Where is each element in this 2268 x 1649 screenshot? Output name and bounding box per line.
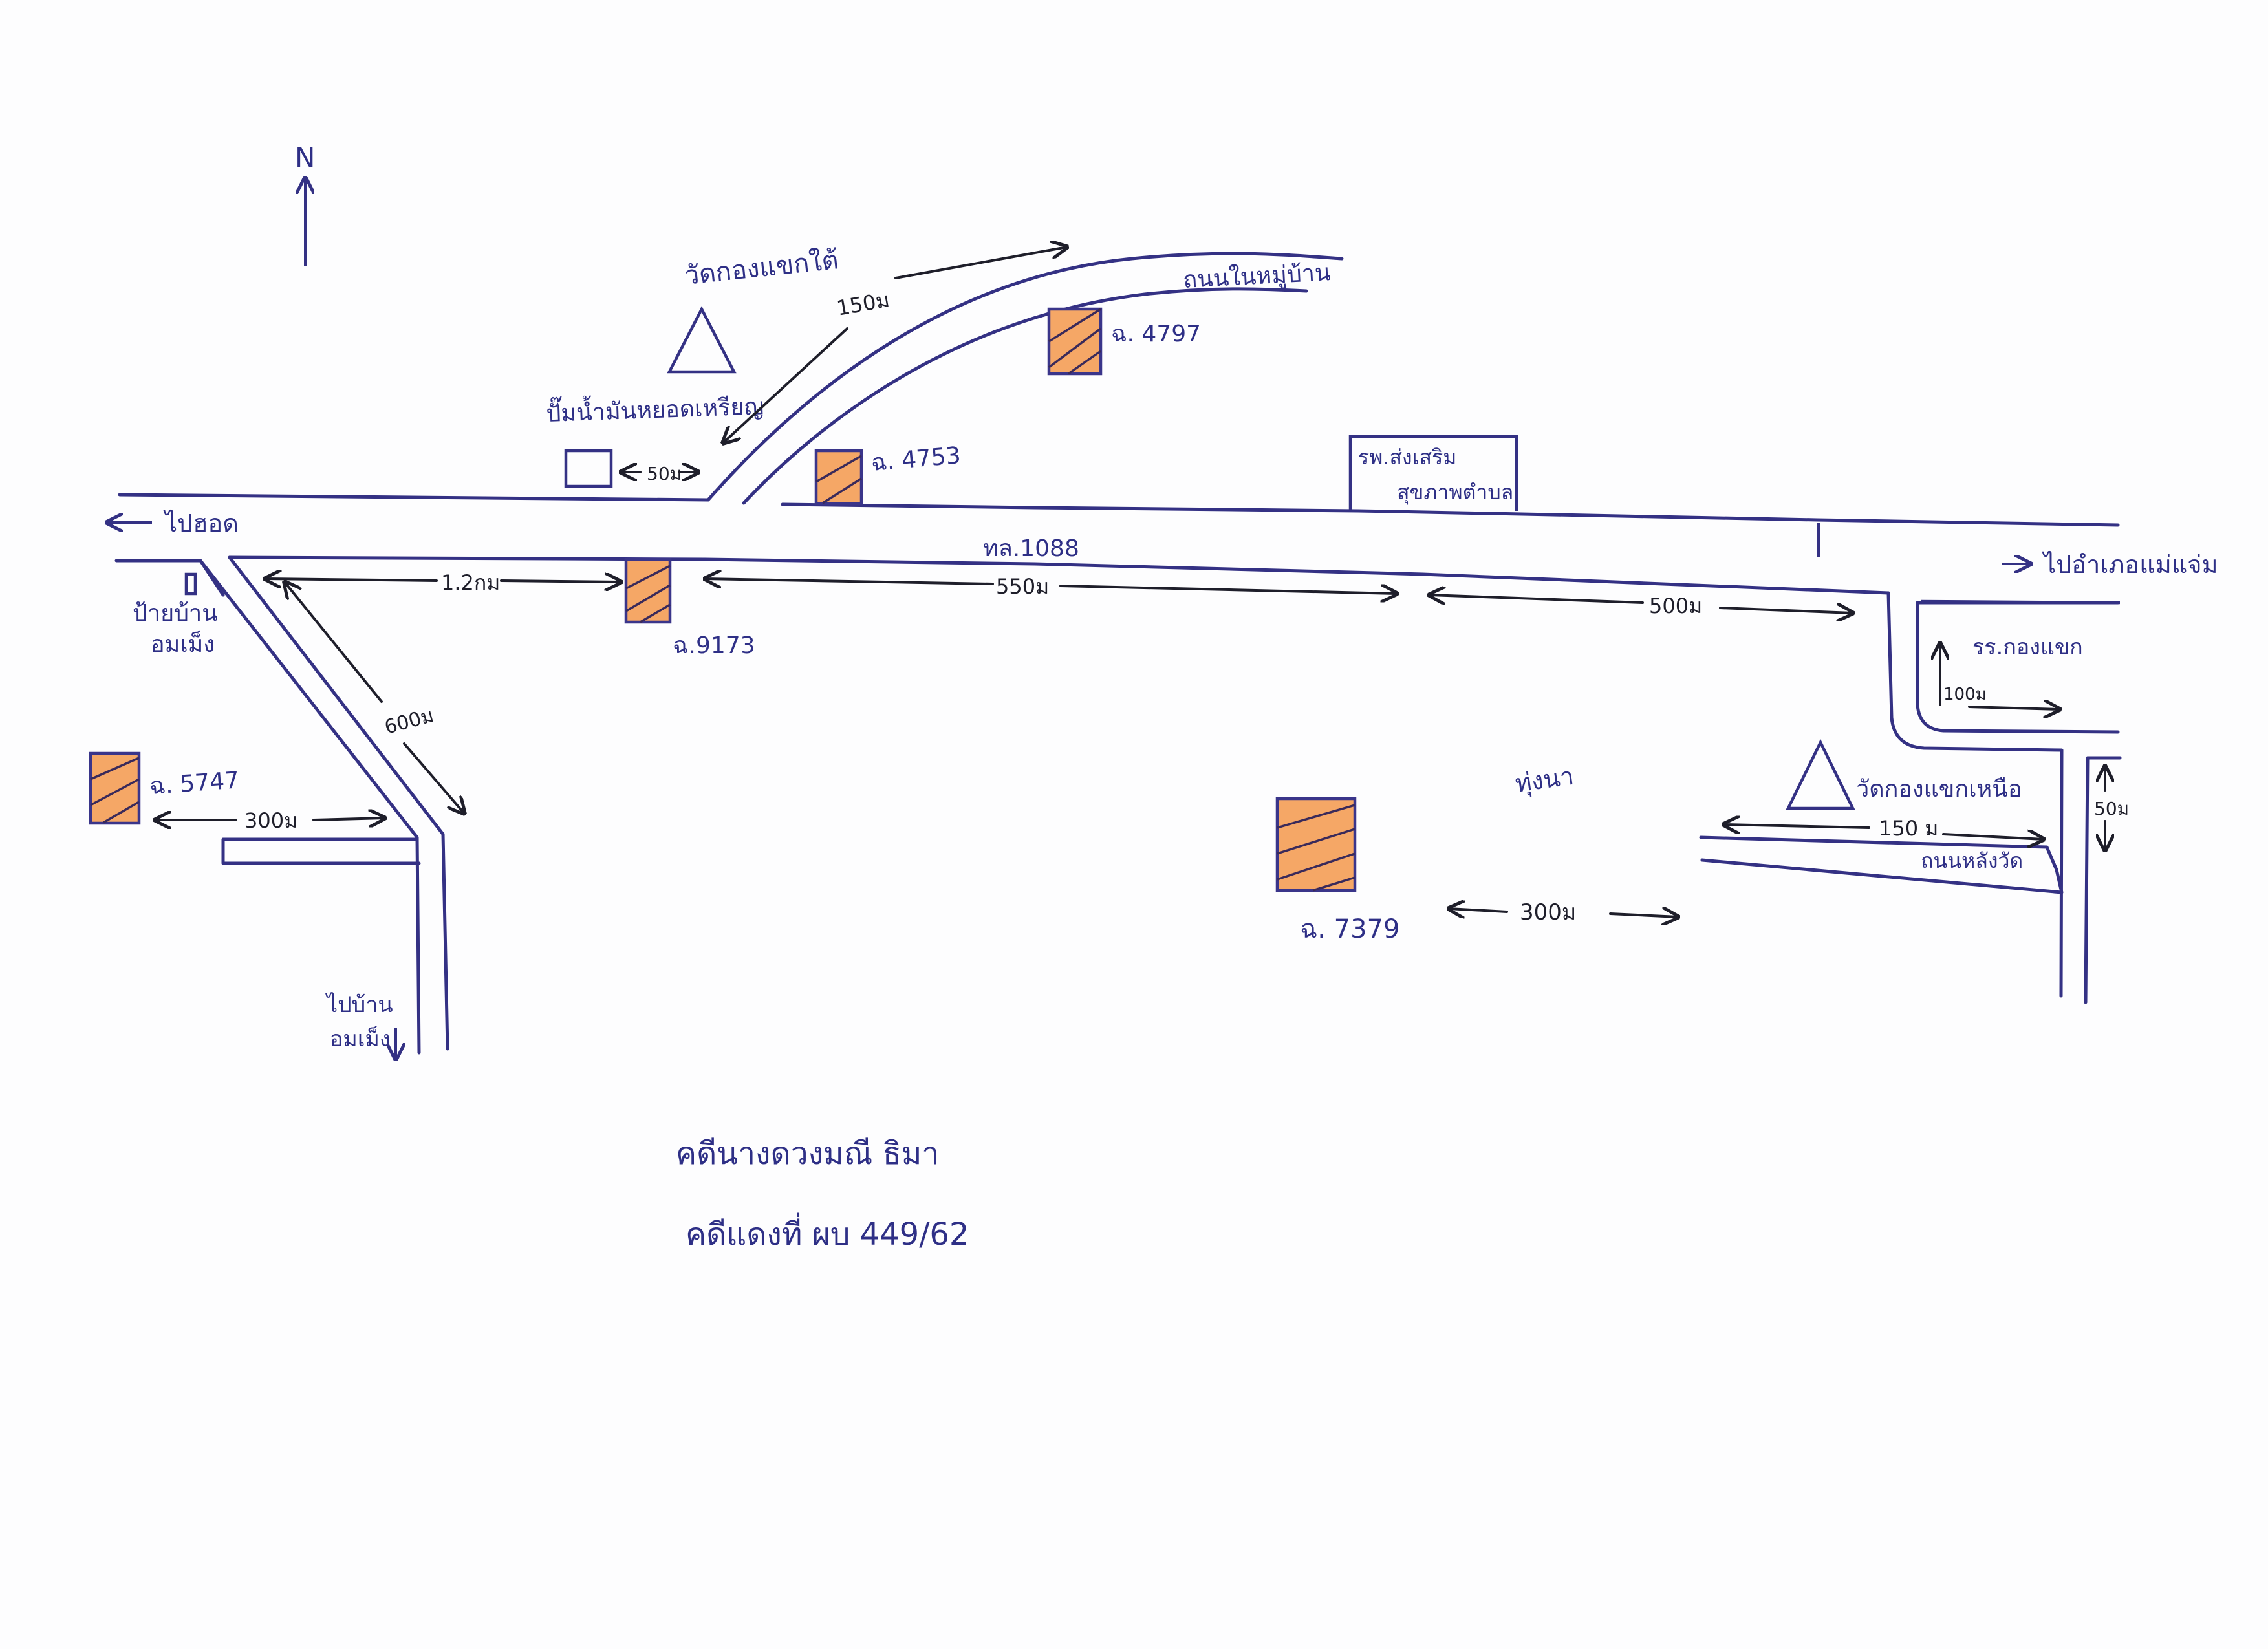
highway-south-edge xyxy=(228,555,1890,595)
far-east-road xyxy=(2084,756,2122,1004)
sign-icon xyxy=(184,572,197,596)
plot-4753[interactable] xyxy=(814,449,863,506)
dist-label-500: 500ม xyxy=(1649,594,1702,618)
dist-label-150-village: 150ม xyxy=(835,287,892,321)
dist-arrow-100-school-h xyxy=(1968,707,2060,709)
plot-label-4797: ฉ. 4797 xyxy=(1111,321,1201,347)
plot-label-9173: ฉ.9173 xyxy=(673,632,755,659)
dist-arrow-1200-r xyxy=(500,581,621,582)
rice-field-label: ทุ่งนา xyxy=(1513,762,1575,799)
plot-label-5747: ฉ. 5747 xyxy=(149,767,241,800)
plot-9173[interactable] xyxy=(624,557,672,624)
dist-label-300-field: 300ม xyxy=(1520,900,1576,925)
diagonal-road-west-edge xyxy=(199,559,419,839)
case-line-1: คดีนางดวงมณี ธิมา xyxy=(676,1136,939,1172)
dist-arrow-150-village xyxy=(894,247,1067,279)
dist-label-1200: 1.2กม xyxy=(441,570,500,595)
dist-arrow-300-field-r xyxy=(1609,914,1678,917)
dist-label-550: 550ม xyxy=(996,574,1049,599)
gas-station-label: ปั๊มน้ำมันหยอดเหรียญ xyxy=(546,389,764,427)
school-icon xyxy=(1920,599,2121,605)
dist-arrow-150-temple-r xyxy=(1942,834,2044,839)
temple-north-label: วัดกองแขกเหนือ xyxy=(1856,776,2022,803)
dist-arrow-550-l xyxy=(705,579,994,584)
dist-label-300-west: 300ม xyxy=(244,808,297,833)
hospital-icon xyxy=(1348,435,1518,511)
hospital-label-line1: รพ.ส่งเสริม xyxy=(1358,445,1456,469)
dist-label-600: 600ม xyxy=(382,704,436,739)
temple-ring-road xyxy=(1699,835,2064,894)
dist-arrow-600-down xyxy=(403,742,464,814)
hospital-label-line2: สุขภาพตำบล xyxy=(1397,480,1513,505)
west-stub-edge xyxy=(114,559,225,597)
dist-label-100-school: 100ม xyxy=(1943,685,1987,704)
dist-arrow-500-l xyxy=(1429,595,1644,603)
dist-label-150-temple: 150 ม xyxy=(1879,816,1938,841)
to-south-label-line1: ไปบ้าน xyxy=(325,992,393,1018)
dist-arrow-300-west-r xyxy=(312,818,385,820)
highway-north-edge-east xyxy=(781,502,2120,527)
temple-south-label: วัดกองแขกใต้ xyxy=(683,244,840,291)
sign-label-line2: อมเม็ง xyxy=(151,629,215,658)
ring-road-label: ถนนหลังวัด xyxy=(1921,848,2023,873)
highway-north-edge-west xyxy=(118,493,710,502)
plot-label-7379: ฉ. 7379 xyxy=(1300,914,1399,944)
to-west-label: ไปฮอด xyxy=(163,509,239,537)
case-line-2: คดีแดงที่ ผบ 449/62 xyxy=(686,1212,969,1253)
south-road-east-edge xyxy=(441,832,449,1051)
diagonal-road-east-edge xyxy=(228,555,445,836)
east-road-east-edge xyxy=(1916,601,2120,734)
dist-arrow-300-field-l xyxy=(1449,909,1508,912)
compass-label: N xyxy=(295,142,315,173)
dist-label-50-east: 50ม xyxy=(2094,798,2129,819)
plot-7379[interactable] xyxy=(1275,797,1357,892)
east-road-west-edge xyxy=(1886,591,2064,998)
school-label: รร.กองแขก xyxy=(1972,634,2083,660)
dist-label-50-gas: 50ม xyxy=(647,463,682,484)
west-branch xyxy=(221,837,421,865)
plot-4797[interactable] xyxy=(1047,307,1103,376)
village-road-label: ถนนในหมู่บ้าน xyxy=(1182,259,1331,294)
dist-arrow-500-r xyxy=(1719,608,1853,613)
to-east-label: ไปอำเภอแม่แจ่ม xyxy=(2042,550,2218,579)
to-south-label-line2: อมเม็ง xyxy=(330,1026,390,1052)
sign-label-line1: ป้ายบ้าน xyxy=(133,600,218,627)
roads xyxy=(114,252,2122,1055)
dist-arrow-600-up xyxy=(285,582,383,703)
dist-arrow-150-temple-l xyxy=(1723,824,1870,828)
village-road-outer xyxy=(706,252,1344,502)
gas-station-icon xyxy=(564,449,613,488)
temple-north-icon xyxy=(1786,738,1855,810)
plot-label-4753: ฉ. 4753 xyxy=(870,442,962,477)
plot-5747[interactable] xyxy=(89,751,141,825)
temple-south-icon xyxy=(667,306,737,374)
dist-arrow-1200-l xyxy=(265,579,438,581)
dist-arrow-150-village-diag xyxy=(723,327,848,443)
dist-arrow-550-r xyxy=(1059,586,1397,594)
highway-label: ทล.1088 xyxy=(983,535,1079,562)
south-road-west-edge xyxy=(415,835,421,1055)
